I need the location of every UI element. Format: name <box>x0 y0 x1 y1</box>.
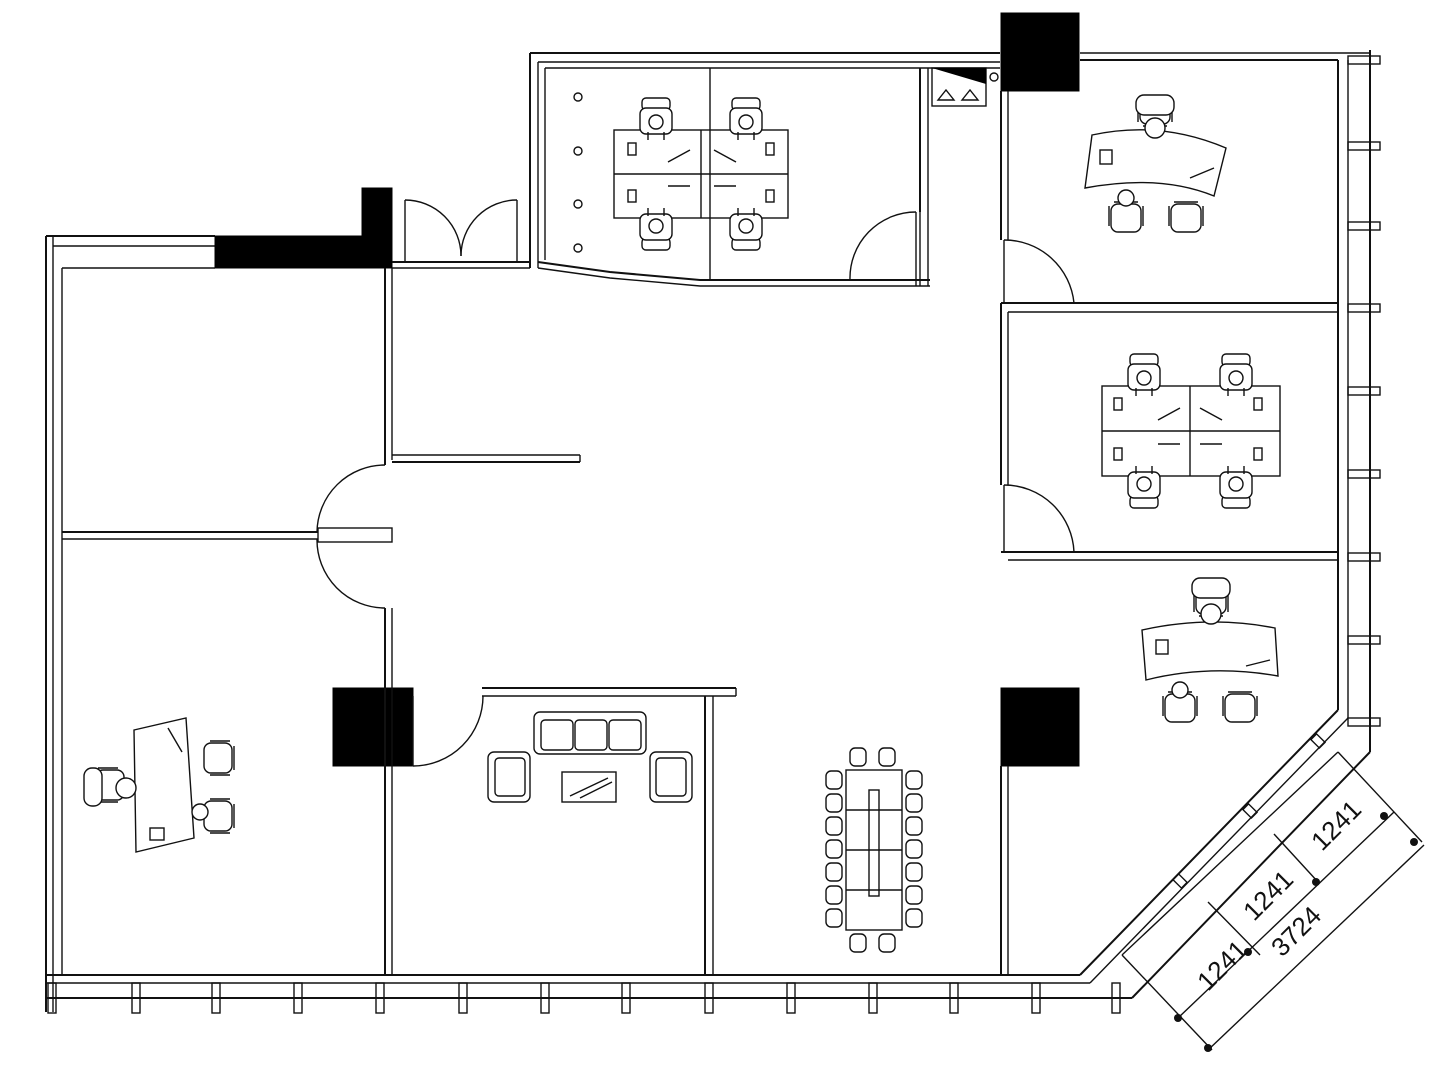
conference-table <box>825 747 923 953</box>
structural-columns <box>214 12 1080 767</box>
workstations-right <box>1101 353 1281 509</box>
window-mullions-right <box>1347 55 1381 727</box>
office-lower-right <box>1141 577 1279 723</box>
window-mullions-bottom <box>47 982 1121 1014</box>
office-lower-left <box>83 717 235 853</box>
dimension-label-seg1: 1241 <box>1191 934 1253 996</box>
doors <box>316 199 1075 767</box>
office-top-right <box>1084 94 1227 233</box>
dimension-lines <box>1121 751 1425 1052</box>
lounge-furniture <box>487 711 693 803</box>
interior-walls <box>62 68 1338 975</box>
window-mullions-diagonal <box>1171 732 1327 890</box>
open-workstations-top <box>573 92 789 253</box>
sink-unit <box>931 67 999 107</box>
